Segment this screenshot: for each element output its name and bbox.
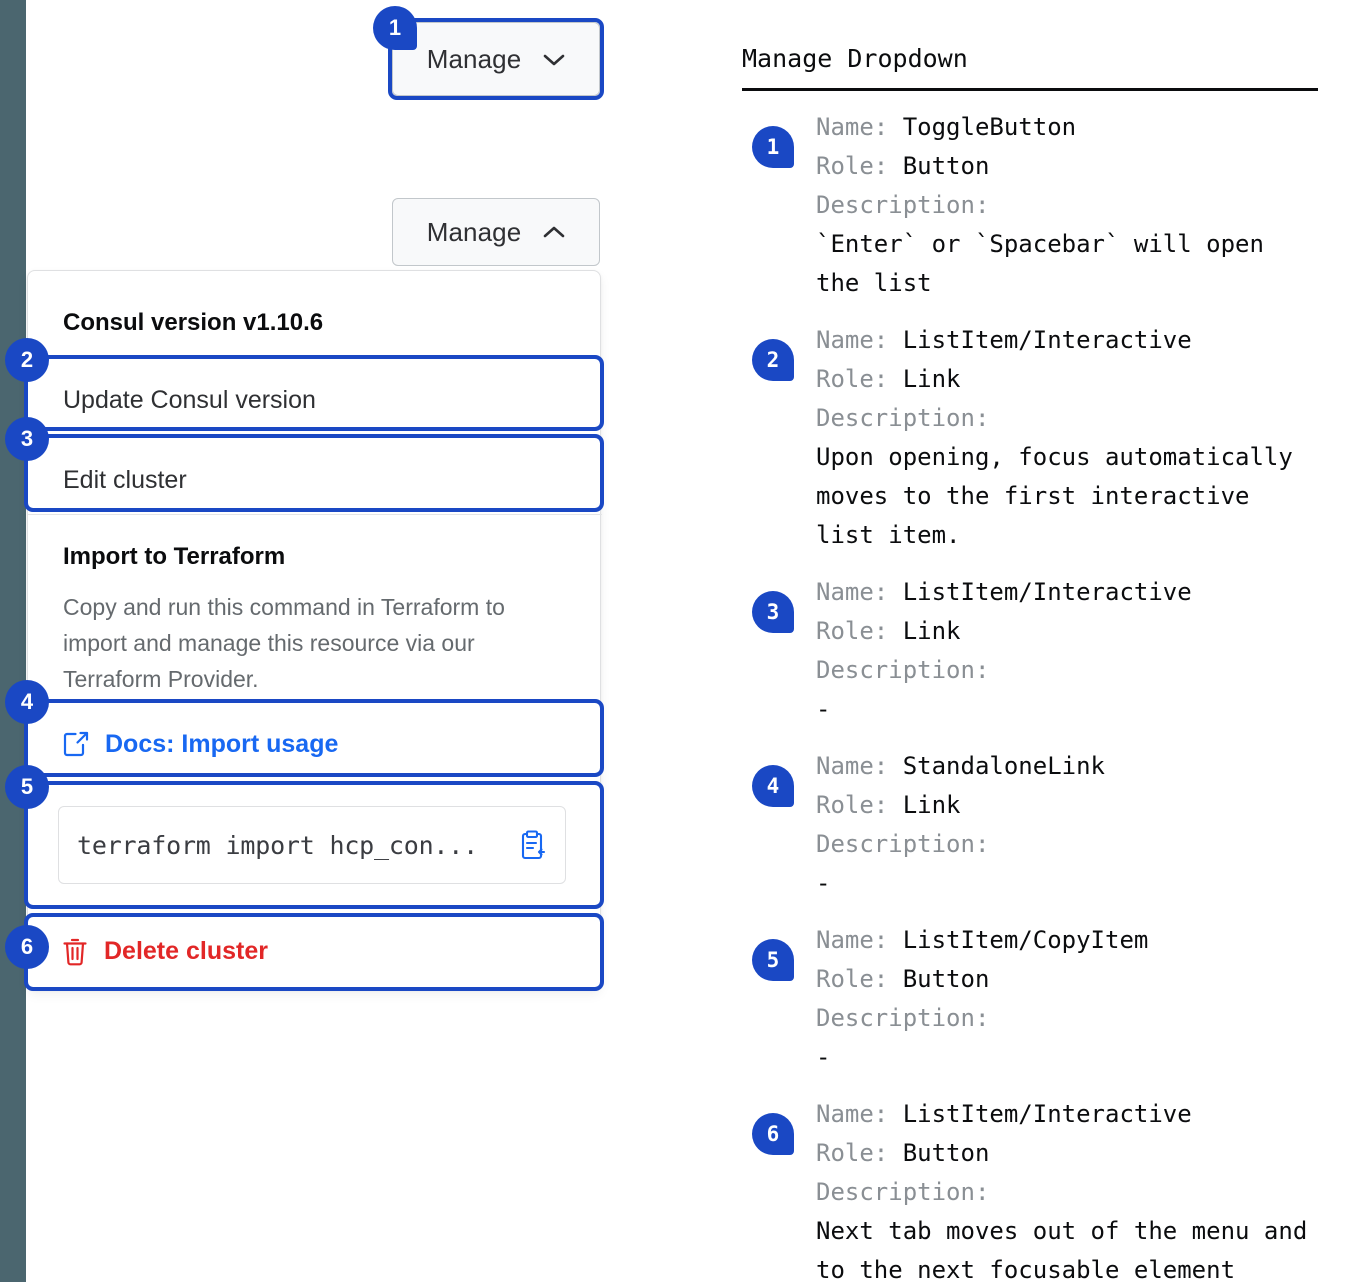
external-link-icon xyxy=(63,731,89,756)
annotation-role-5: Role: Button xyxy=(816,960,1342,999)
annotation-name-1: Name: ToggleButton xyxy=(816,108,1342,147)
annotation-name-5-label: Name: xyxy=(816,926,903,954)
annotation-name-6: Name: ListItem/Interactive xyxy=(816,1095,1342,1134)
menu-divider xyxy=(28,514,602,515)
annotation-panel-title: Manage Dropdown xyxy=(742,44,968,73)
annotation-name-5: Name: ListItem/CopyItem xyxy=(816,921,1342,960)
annotation-name-1-label: Name: xyxy=(816,113,903,141)
annotation-name-6-label: Name: xyxy=(816,1100,903,1128)
annotation-role-3-value: Link xyxy=(902,617,961,645)
manage-toggle-button-expanded[interactable]: Manage xyxy=(392,198,600,266)
menu-item-edit-cluster-label: Edit cluster xyxy=(63,465,187,494)
annotation-name-4-label: Name: xyxy=(816,752,903,780)
annotation-panel-rule xyxy=(742,88,1318,91)
annotation-role-6-label: Role: xyxy=(816,1139,903,1167)
annotation-role-4-label: Role: xyxy=(816,791,903,819)
chevron-up-icon xyxy=(543,226,565,237)
menu-item-edit-cluster[interactable]: Edit cluster xyxy=(28,449,602,511)
annotation-description-label-4: Description: xyxy=(816,830,990,858)
annotation-entry-badge-5: 5 xyxy=(752,939,794,981)
annotation-role-5-label: Role: xyxy=(816,965,903,993)
annotation-description-label-1: Description: xyxy=(816,191,990,219)
menu-item-delete-cluster[interactable]: Delete cluster xyxy=(27,920,601,982)
annotation-badge-5: 5 xyxy=(5,765,49,809)
terraform-command-text: terraform import hcp_con... xyxy=(77,830,478,860)
annotation-role-2: Role: Link xyxy=(816,360,1342,399)
annotation-name-2-label: Name: xyxy=(816,326,903,354)
annotation-entry-badge-3: 3 xyxy=(752,591,794,633)
annotation-name-3: Name: ListItem/Interactive xyxy=(816,573,1342,612)
annotation-entry-badge-4: 4 xyxy=(752,765,794,807)
annotation-name-3-value: ListItem/Interactive xyxy=(902,578,1192,606)
annotation-badge-6: 6 xyxy=(5,925,49,969)
delete-cluster-label: Delete cluster xyxy=(104,936,268,965)
delete-cluster-row[interactable]: Delete cluster xyxy=(62,937,268,966)
annotation-badge-1: 1 xyxy=(373,6,417,50)
menu-item-docs-import-usage[interactable]: Docs: Import usage xyxy=(28,713,602,775)
annotation-description-label-2: Description: xyxy=(816,404,990,432)
annotation-name-1-value: ToggleButton xyxy=(902,113,1077,141)
annotation-name-4-value: StandaloneLink xyxy=(902,752,1105,780)
import-to-terraform-heading: Import to Terraform xyxy=(63,543,286,570)
annotation-role-1-label: Role: xyxy=(816,152,903,180)
terraform-command-copy-box[interactable]: terraform import hcp_con... xyxy=(58,806,566,884)
menu-item-update-consul-version[interactable]: Update Consul version xyxy=(28,369,602,431)
annotation-name-2: Name: ListItem/Interactive xyxy=(816,321,1342,360)
annotation-role-3-label: Role: xyxy=(816,617,903,645)
docs-import-usage-label: Docs: Import usage xyxy=(105,729,339,758)
manage-button-label: Manage xyxy=(426,43,522,74)
annotation-entry-badge-2: 2 xyxy=(752,339,794,381)
trash-icon xyxy=(63,938,87,965)
annotation-role-2-value: Link xyxy=(902,365,961,393)
chevron-down-icon xyxy=(543,54,565,65)
annotation-role-6: Role: Button xyxy=(816,1134,1342,1173)
annotation-role-1-value: Button xyxy=(902,152,990,180)
docs-import-usage-link[interactable]: Docs: Import usage xyxy=(63,730,338,759)
annotation-description-label-6: Description: xyxy=(816,1178,990,1206)
annotation-description-label-5: Description: xyxy=(816,1004,990,1032)
left-rail xyxy=(0,0,26,1282)
annotation-entry-badge-1: 1 xyxy=(752,126,794,168)
annotation-name-3-label: Name: xyxy=(816,578,903,606)
copy-clipboard-icon[interactable] xyxy=(517,829,547,861)
annotation-description-value-5: - xyxy=(816,1043,831,1071)
annotation-entry-badge-6: 6 xyxy=(752,1113,794,1155)
annotation-badge-2: 2 xyxy=(5,338,49,382)
manage-toggle-button-collapsed[interactable]: Manage xyxy=(392,22,600,96)
annotation-name-6-value: ListItem/Interactive xyxy=(902,1100,1192,1128)
annotation-badge-3: 3 xyxy=(5,417,49,461)
annotation-role-1: Role: Button xyxy=(816,147,1342,186)
menu-item-update-consul-version-label: Update Consul version xyxy=(63,385,316,414)
annotation-badge-4: 4 xyxy=(5,680,49,724)
annotation-description-value-4: - xyxy=(816,869,831,897)
annotation-description-label-3: Description: xyxy=(816,656,990,684)
manage-button-expanded-label: Manage xyxy=(426,216,522,247)
annotation-role-5-value: Button xyxy=(902,965,990,993)
consul-version-heading: Consul version v1.10.6 xyxy=(63,309,324,336)
annotation-name-4: Name: StandaloneLink xyxy=(816,747,1342,786)
annotation-name-2-value: ListItem/Interactive xyxy=(902,326,1192,354)
annotation-description-value-2: Upon opening, focus automatically moves … xyxy=(816,443,1293,549)
annotation-role-4: Role: Link xyxy=(816,786,1342,825)
annotation-role-6-value: Button xyxy=(902,1139,990,1167)
annotation-name-5-value: ListItem/CopyItem xyxy=(902,926,1149,954)
import-to-terraform-description: Copy and run this command in Terraform t… xyxy=(63,594,505,692)
annotation-description-value-1: `Enter` or `Spacebar` will open the list xyxy=(816,230,1264,297)
annotation-description-value-6: Next tab moves out of the menu and to th… xyxy=(816,1217,1308,1282)
annotation-description-value-3: - xyxy=(816,695,831,723)
annotation-role-2-label: Role: xyxy=(816,365,903,393)
annotation-role-4-value: Link xyxy=(902,791,961,819)
annotation-role-3: Role: Link xyxy=(816,612,1342,651)
